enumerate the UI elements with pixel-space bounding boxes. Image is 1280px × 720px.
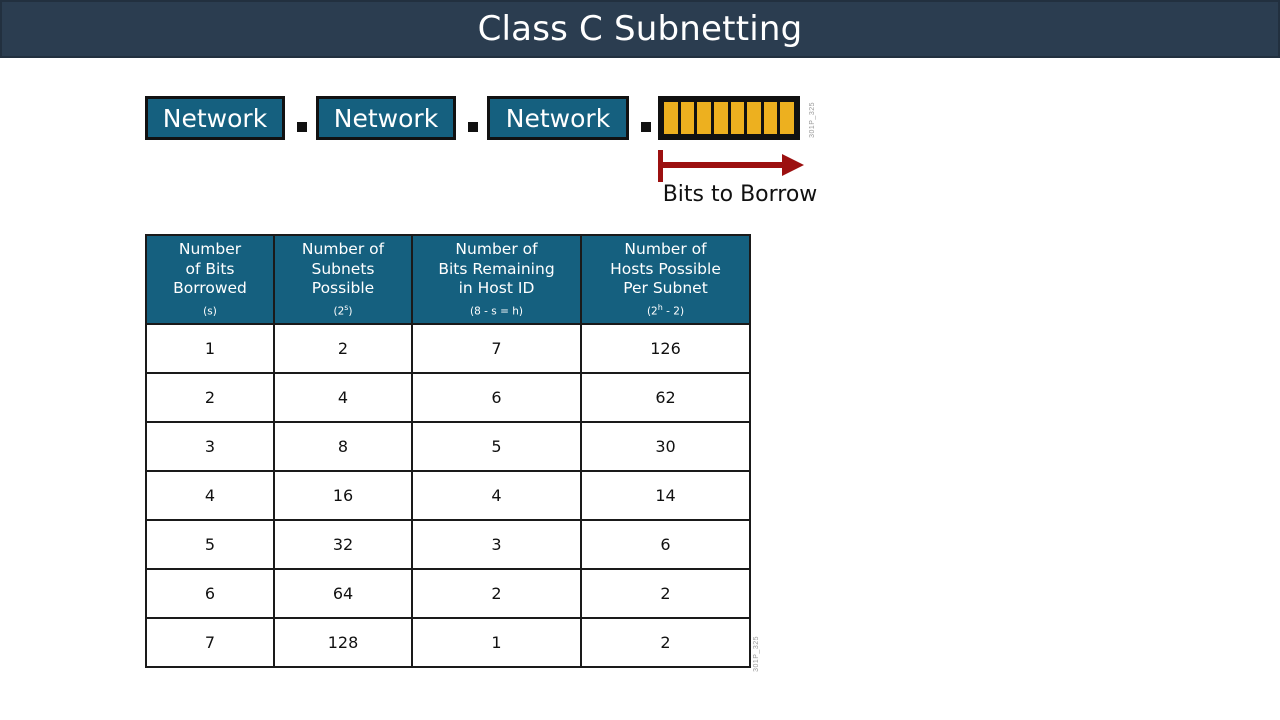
host-octet-bits-block [658,96,800,140]
table-watermark: 301P_325 [753,636,760,672]
octet-separator-dot-3 [641,122,651,132]
network-octet-3-label: Network [505,103,611,133]
network-octet-1-label: Network [162,103,268,133]
diagram-watermark: 301P_325 [809,102,816,138]
column-header-formula: (s) [203,305,217,318]
host-bit-cell [763,102,778,134]
host-bit-cell [713,102,728,134]
bits-to-borrow-label: Bits to Borrow [662,182,818,207]
octet-separator-dot-1 [297,122,307,132]
table-row: 4 16 4 14 [145,470,751,522]
page-title: Class C Subnetting [477,9,803,49]
table-row: 6 64 2 2 [145,568,751,620]
column-header-formula: (8 - s = h) [470,305,523,318]
cell-hosts: 2 [580,617,751,669]
host-bit-cell [664,102,678,134]
cell-hosts: 2 [580,568,751,620]
cell-bits-remaining: 6 [411,372,582,424]
host-bit-cell [680,102,695,134]
ip-address-diagram: Network Network Network 301P_325 Bits to… [145,96,845,216]
table-row: 1 2 7 126 [145,323,751,375]
host-bit-cell [747,102,761,134]
cell-hosts: 30 [580,421,751,473]
arrow-head [782,154,804,176]
column-header-formula: (2h - 2) [646,303,685,318]
header-line-2: Hosts Possible [610,259,721,278]
cell-bits-borrowed: 1 [145,323,275,375]
column-header-hosts-per-subnet: Number of Hosts Possible Per Subnet (2h … [580,233,751,326]
cell-bits-remaining: 7 [411,323,582,375]
cell-subnets: 128 [273,617,413,669]
column-header-subnets-possible: Number of Subnets Possible (2s) [273,233,413,326]
header-line-3: in Host ID [458,279,535,298]
column-header-line: Number of Bits Borrowed [149,240,271,299]
host-bit-cell [697,102,711,134]
network-octet-1: Network [145,96,285,140]
cell-bits-remaining: 3 [411,519,582,571]
table-header-row: Number of Bits Borrowed (s) Number of Su… [145,233,751,326]
network-octet-2-label: Network [333,103,439,133]
table-row: 2 4 6 62 [145,372,751,424]
column-header-line: Number of Hosts Possible Per Subnet [584,240,747,299]
column-header-line: Number of Bits Remaining in Host ID [415,240,578,299]
column-header-formula: (2s) [333,303,353,318]
header-line-1: Number [178,240,242,258]
header-line-3: Possible [311,279,375,298]
cell-bits-borrowed: 5 [145,519,275,571]
slide-title-bar: Class C Subnetting [0,0,1280,58]
cell-subnets: 32 [273,519,413,571]
bits-to-borrow-arrow-icon [658,148,808,186]
header-line-1: Number of [301,240,385,258]
cell-subnets: 8 [273,421,413,473]
header-line-2: Bits Remaining [438,259,555,278]
cell-bits-borrowed: 3 [145,421,275,473]
cell-subnets: 64 [273,568,413,620]
cell-bits-borrowed: 6 [145,568,275,620]
cell-hosts: 62 [580,372,751,424]
host-bit-cell [730,102,745,134]
header-line-1: Number of [624,240,707,258]
cell-bits-remaining: 1 [411,617,582,669]
cell-bits-borrowed: 2 [145,372,275,424]
table-row: 5 32 3 6 [145,519,751,571]
cell-hosts: 6 [580,519,751,571]
header-line-2: Subnets [311,259,375,278]
cell-hosts: 14 [580,470,751,522]
column-header-bits-borrowed: Number of Bits Borrowed (s) [145,233,275,326]
cell-bits-borrowed: 7 [145,617,275,669]
header-line-2: of Bits [185,259,235,278]
subnet-table-container: Number of Bits Borrowed (s) Number of Su… [145,233,751,669]
octet-separator-dot-2 [468,122,478,132]
cell-bits-remaining: 5 [411,421,582,473]
cell-hosts: 126 [580,323,751,375]
header-line-1: Number of [455,240,538,258]
network-octet-3: Network [487,96,629,140]
arrow-shaft [658,162,786,168]
column-header-bits-remaining: Number of Bits Remaining in Host ID (8 -… [411,233,582,326]
cell-subnets: 2 [273,323,413,375]
host-bit-cell [780,102,794,134]
subnetting-reference-table: Number of Bits Borrowed (s) Number of Su… [145,233,751,669]
cell-bits-borrowed: 4 [145,470,275,522]
network-octet-2: Network [316,96,456,140]
cell-subnets: 16 [273,470,413,522]
header-line-3: Per Subnet [623,279,708,298]
table-row: 3 8 5 30 [145,421,751,473]
column-header-line: Number of Subnets Possible [277,240,409,299]
table-row: 7 128 1 2 [145,617,751,669]
cell-bits-remaining: 2 [411,568,582,620]
cell-subnets: 4 [273,372,413,424]
header-line-3: Borrowed [173,279,247,298]
cell-bits-remaining: 4 [411,470,582,522]
